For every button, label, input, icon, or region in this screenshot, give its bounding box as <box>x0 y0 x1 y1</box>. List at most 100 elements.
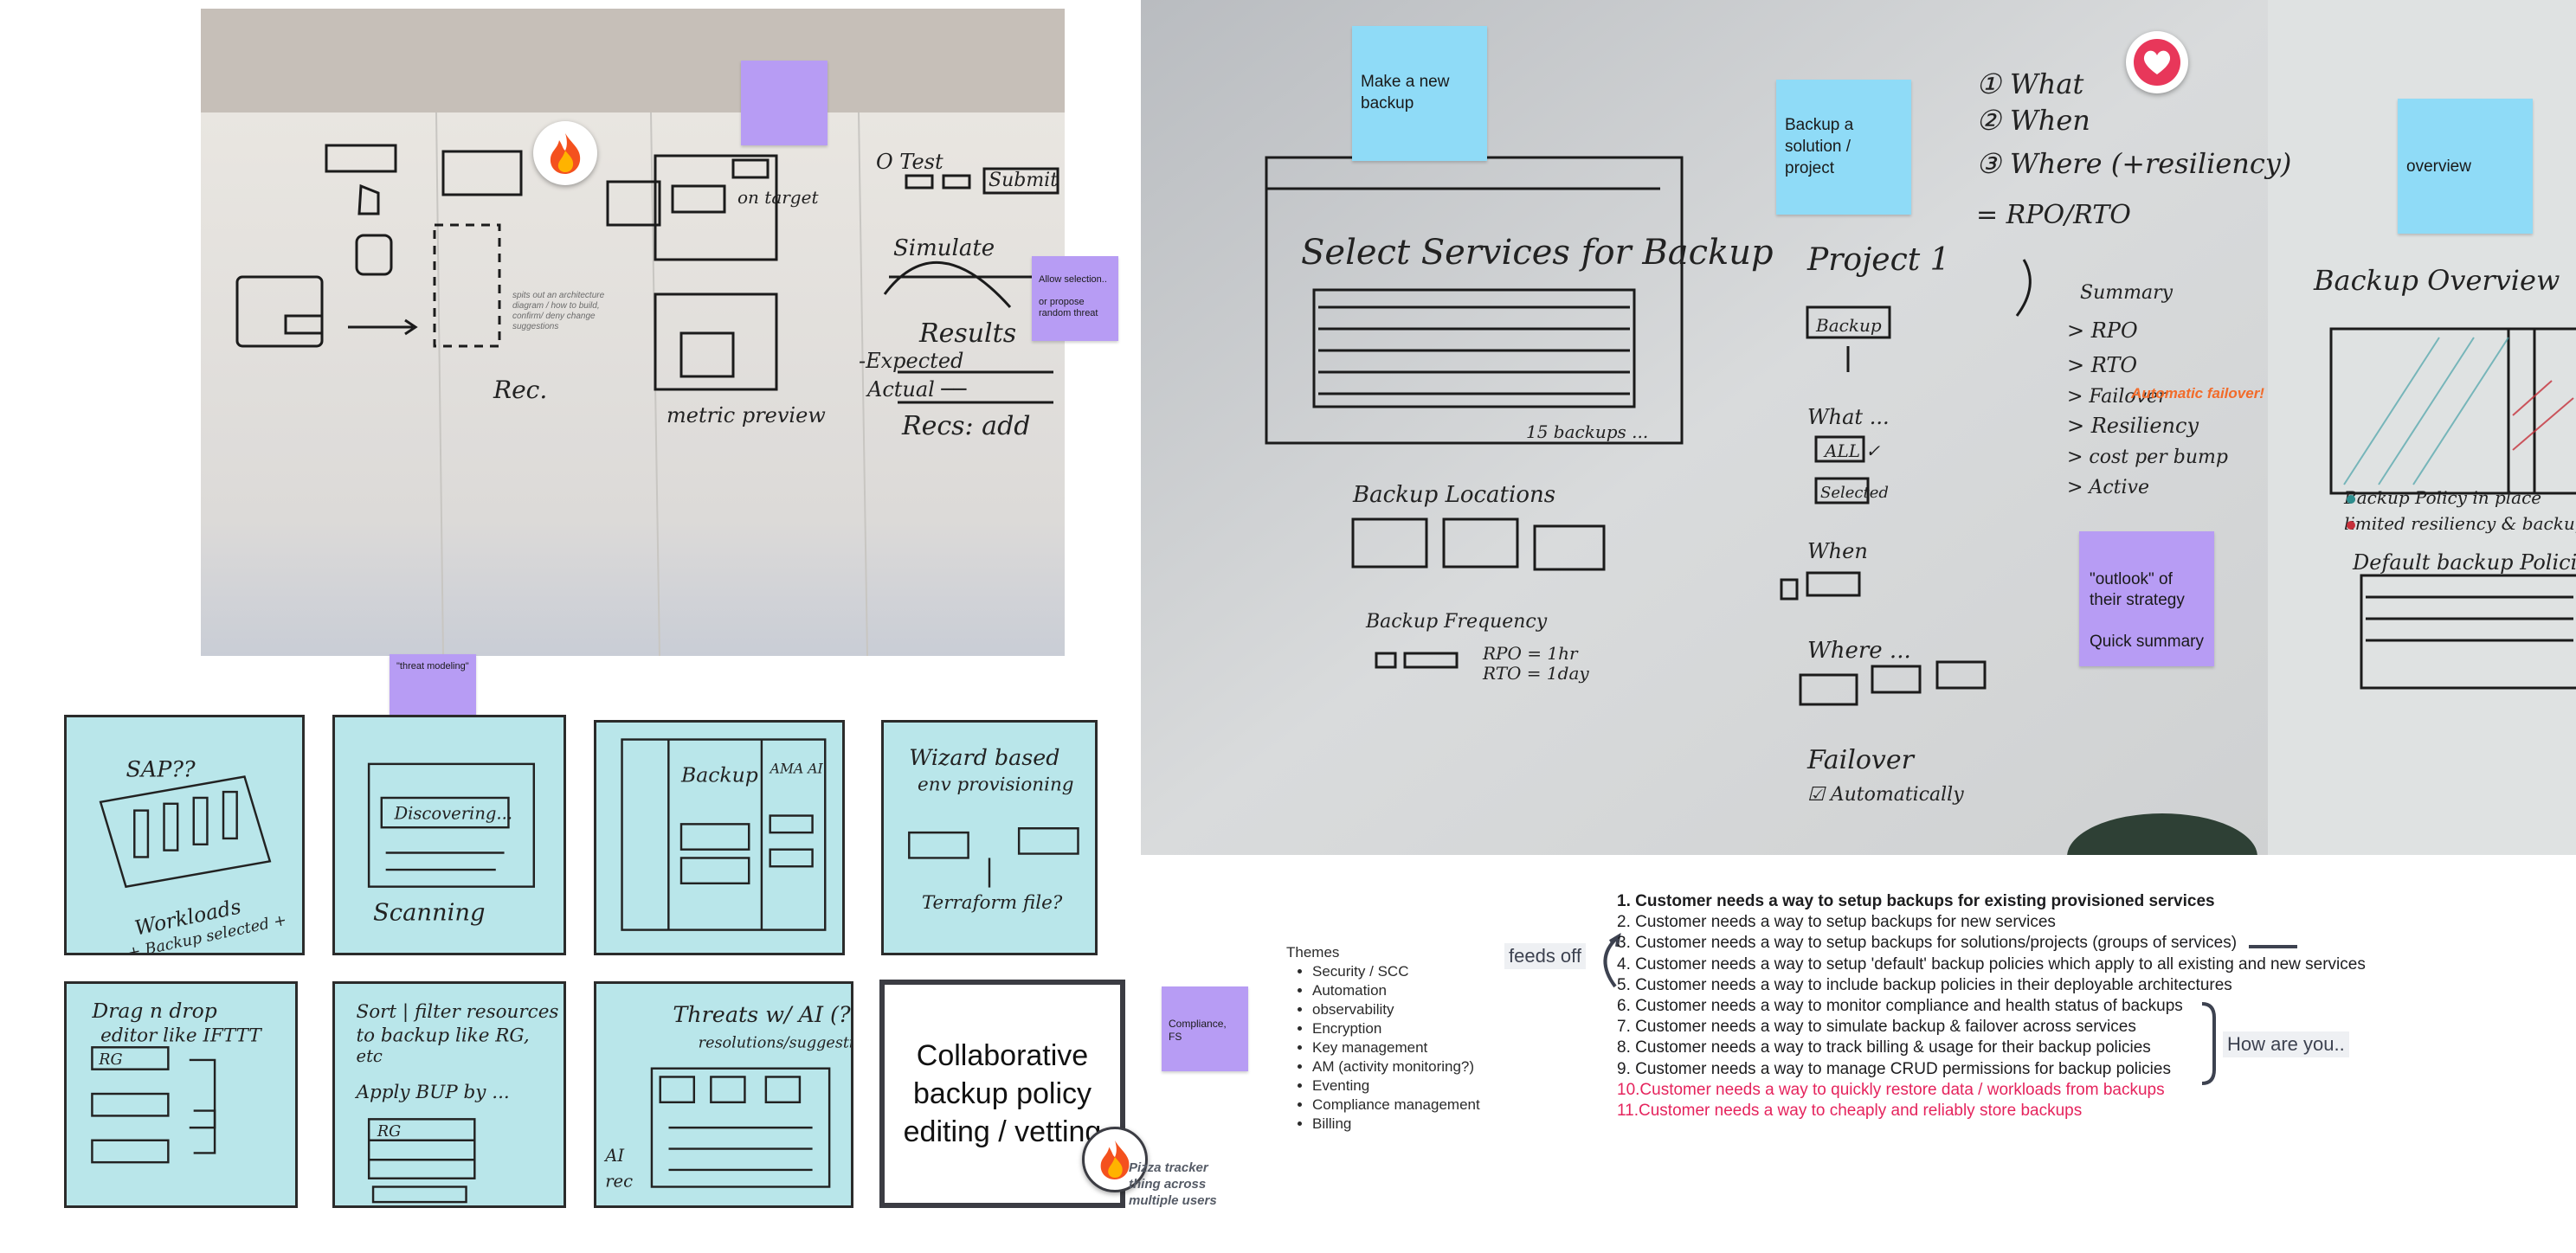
theme-item: Billing <box>1312 1115 1480 1134</box>
svg-text:= RPO/RTO: = RPO/RTO <box>1976 200 2131 230</box>
theme-item: Key management <box>1312 1038 1480 1057</box>
sketch-card-wizard: Wizard based env provisioning Terraform … <box>881 720 1098 955</box>
requirement-row: 6. Customer needs a way to monitor compl… <box>1617 997 2183 1016</box>
svg-text:Actual ──: Actual ── <box>866 377 967 402</box>
svg-text:ALL ✓: ALL ✓ <box>1823 440 1880 461</box>
svg-text:Simulate: Simulate <box>893 235 995 261</box>
theme-item: Compliance management <box>1312 1096 1480 1115</box>
fire-emoji-icon <box>1100 1141 1130 1179</box>
sketch-card-sap-workloads: SAP?? Workloads + Backup selected + <box>64 715 305 955</box>
collaborative-card: Collaborative backup policy editing / ve… <box>879 980 1125 1208</box>
sketch-card-drag-drop: Drag n drop editor like IFTTT RG <box>64 981 298 1208</box>
svg-text:② When: ② When <box>1976 104 2090 137</box>
sticky-backup-solution: Backup a solution / project <box>1776 80 1911 215</box>
paper-sketch-photo: Simulate O Test Submit → Results -Expect… <box>201 9 1065 656</box>
svg-text:Summary: Summary <box>2080 282 2174 304</box>
svg-text:on target: on target <box>737 187 819 208</box>
svg-text:Terraform file?: Terraform file? <box>922 892 1063 914</box>
pizza-tracker-caption: Pizza tracker thing across multiple user… <box>1129 1160 1217 1208</box>
svg-text:Failover: Failover <box>1806 745 1916 775</box>
requirement-row: 8. Customer needs a way to track billing… <box>1617 1038 2151 1057</box>
purple-sticky-blank <box>741 61 828 145</box>
svg-text:Wizard based: Wizard based <box>909 744 1059 770</box>
svg-text:> Resiliency: > Resiliency <box>2067 414 2199 438</box>
fire-emoji-icon <box>550 133 581 174</box>
automatic-failover-annotation: Automatic failover! <box>2131 385 2264 402</box>
themes-title: Themes <box>1286 944 1340 961</box>
sticky-compliance-text: Compliance, FS <box>1169 1018 1227 1043</box>
svg-text:RTO = 1day: RTO = 1day <box>1482 663 1589 684</box>
svg-text:-Expected: -Expected <box>859 349 963 373</box>
svg-text:15 backups ...: 15 backups ... <box>1526 421 1648 442</box>
svg-text:Drag n drop: Drag n drop <box>91 999 216 1023</box>
fire-reaction-bottom[interactable] <box>1082 1127 1148 1192</box>
sticky-make-new-backup: Make a new backup <box>1352 26 1487 161</box>
requirement-row: 3. Customer needs a way to setup backups… <box>1617 934 2238 953</box>
svg-text:③ Where (+resiliency): ③ Where (+resiliency) <box>1976 147 2291 180</box>
svg-text:Backup Frequency: Backup Frequency <box>1365 611 1548 633</box>
how-are-you-bracket <box>2201 1002 2216 1085</box>
sticky-compliance: Compliance, FS <box>1162 986 1248 1071</box>
requirement-row: 5. Customer needs a way to include backu… <box>1617 975 2232 994</box>
svg-text:Default backup Policies: Default backup Policies <box>2352 550 2576 575</box>
sticky-overview-text: overview <box>2406 157 2471 176</box>
svg-text:Backup: Backup <box>680 762 758 787</box>
sketch-card-scanning: Discovering... Scanning <box>332 715 566 955</box>
theme-item: observability <box>1312 1000 1480 1019</box>
sticky-overview: overview <box>2398 99 2533 234</box>
svg-text:SAP??: SAP?? <box>126 755 196 781</box>
svg-text:O Test: O Test <box>876 150 943 174</box>
connector-line <box>2249 945 2297 948</box>
requirement-row: 2. Customer needs a way to setup backups… <box>1617 913 2056 932</box>
requirement-row: 7. Customer needs a way to simulate back… <box>1617 1018 2136 1037</box>
svg-text:Select Services for Backup: Select Services for Backup <box>1301 233 1774 273</box>
svg-text:> Active: > Active <box>2067 477 2149 498</box>
requirement-row: 9. Customer needs a way to manage CRUD p… <box>1617 1059 2171 1078</box>
how-are-you-label: How are you.. <box>2223 1031 2349 1057</box>
collaborative-card-text: Collaborative backup policy editing / ve… <box>903 1039 1102 1148</box>
svg-text:Backup Overview: Backup Overview <box>2313 264 2560 297</box>
sticky-allow-selection: Allow selection.. or propose random thre… <box>1032 256 1118 341</box>
svg-text:> Failover: > Failover <box>2067 386 2168 408</box>
svg-text:metric preview: metric preview <box>667 403 826 427</box>
requirement-row: 1. Customer needs a way to setup backups… <box>1617 892 2215 910</box>
requirements-list: 1. Customer needs a way to setup backups… <box>1617 891 2366 1121</box>
svg-text:rec: rec <box>605 1172 633 1192</box>
sticky-backup-solution-text: Backup a solution / project <box>1785 116 1854 177</box>
svg-text:RG: RG <box>98 1051 122 1069</box>
svg-text:Threats w/ AI (??): Threats w/ AI (??) <box>673 1001 851 1027</box>
svg-text:etc: etc <box>357 1046 383 1066</box>
sketch-card-threats-ai: Threats w/ AI (??) resolutions/suggestio… <box>594 981 853 1208</box>
svg-text:Selected: Selected <box>1820 484 1889 502</box>
svg-text:☑ Automatically: ☑ Automatically <box>1807 784 1964 806</box>
svg-text:When: When <box>1807 539 1868 563</box>
svg-text:RPO = 1hr: RPO = 1hr <box>1482 643 1579 664</box>
svg-text:Discovering...: Discovering... <box>393 803 512 823</box>
architecture-caption: spits out an architecture diagram / how … <box>512 291 605 331</box>
heart-icon <box>2134 39 2180 86</box>
sticky-make-new-backup-text: Make a new backup <box>1361 73 1450 112</box>
sticky-threat-modeling-text: "threat modeling" <box>396 661 469 671</box>
requirement-row: 4. Customer needs a way to setup 'defaul… <box>1617 954 2366 973</box>
feeds-off-arrow <box>1603 933 1621 988</box>
svg-text:Backup Policy in place: Backup Policy in place <box>2343 487 2541 508</box>
feeds-off-label: feeds off <box>1504 943 1586 969</box>
svg-text:RG: RG <box>377 1123 401 1141</box>
svg-text:Backup Locations: Backup Locations <box>1352 482 1555 508</box>
svg-text:AI: AI <box>603 1146 625 1166</box>
svg-text:env provisioning: env provisioning <box>918 774 1073 795</box>
svg-text:Submit →: Submit → <box>989 170 1065 191</box>
theme-item: Automation <box>1312 981 1480 1000</box>
fire-reaction-top[interactable] <box>533 121 597 185</box>
svg-text:to backup like RG,: to backup like RG, <box>357 1025 530 1046</box>
theme-item: Security / SCC <box>1312 962 1480 981</box>
sketch-card-sort-filter: Sort | filter resources to backup like R… <box>332 981 566 1208</box>
heart-reaction[interactable] <box>2126 31 2188 93</box>
svg-text:What ...: What ... <box>1807 405 1890 429</box>
svg-text:① What: ① What <box>1976 67 2083 100</box>
theme-item: Eventing <box>1312 1076 1480 1096</box>
svg-text:AMA AI: AMA AI <box>769 761 824 777</box>
theme-item: Encryption <box>1312 1019 1480 1038</box>
requirement-row: 10.Customer needs a way to quickly resto… <box>1617 1080 2165 1099</box>
svg-text:Where ...: Where ... <box>1807 638 1911 664</box>
